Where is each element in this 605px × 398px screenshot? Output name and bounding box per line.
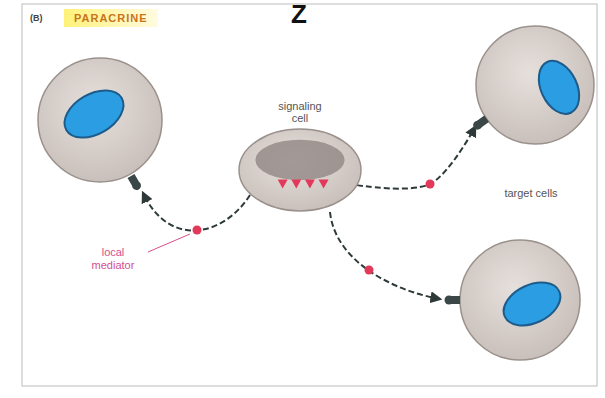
panel-letter: (B) [30,13,43,23]
nucleus [56,81,131,148]
target-cell [460,240,580,360]
secretory-vesicle [305,179,315,188]
cell-outline [238,128,362,212]
mediator-dot [426,180,435,189]
panel-title: PARACRINE [64,9,158,27]
mediator-dot [193,226,202,235]
mediator-arrow [143,193,250,231]
mediator-dot [365,266,374,275]
cell-label: target cells [503,187,559,200]
receptor [445,296,461,305]
cell-body [239,129,361,211]
mediator-label: local mediator [82,246,144,271]
cell-outline [475,25,595,145]
cell-granules [255,140,344,180]
signal-arrow [357,127,475,189]
secretory-vesicle [291,179,301,188]
cell-label: signaling cell [270,100,330,125]
signaling-cell: signaling cell [238,128,362,212]
target-cell [38,58,162,182]
mediator-arrow [330,212,440,299]
leader-line [148,234,190,252]
cell-body [476,26,594,144]
secretory-vesicle [278,179,288,188]
receptor [471,115,489,131]
nucleus [497,274,567,334]
nucleus [531,54,587,120]
receptor [127,174,143,192]
secretory-vesicle [319,179,329,188]
target-cell: target cells [475,25,595,145]
frame [22,4,597,386]
heading-letter: Z [291,1,307,27]
